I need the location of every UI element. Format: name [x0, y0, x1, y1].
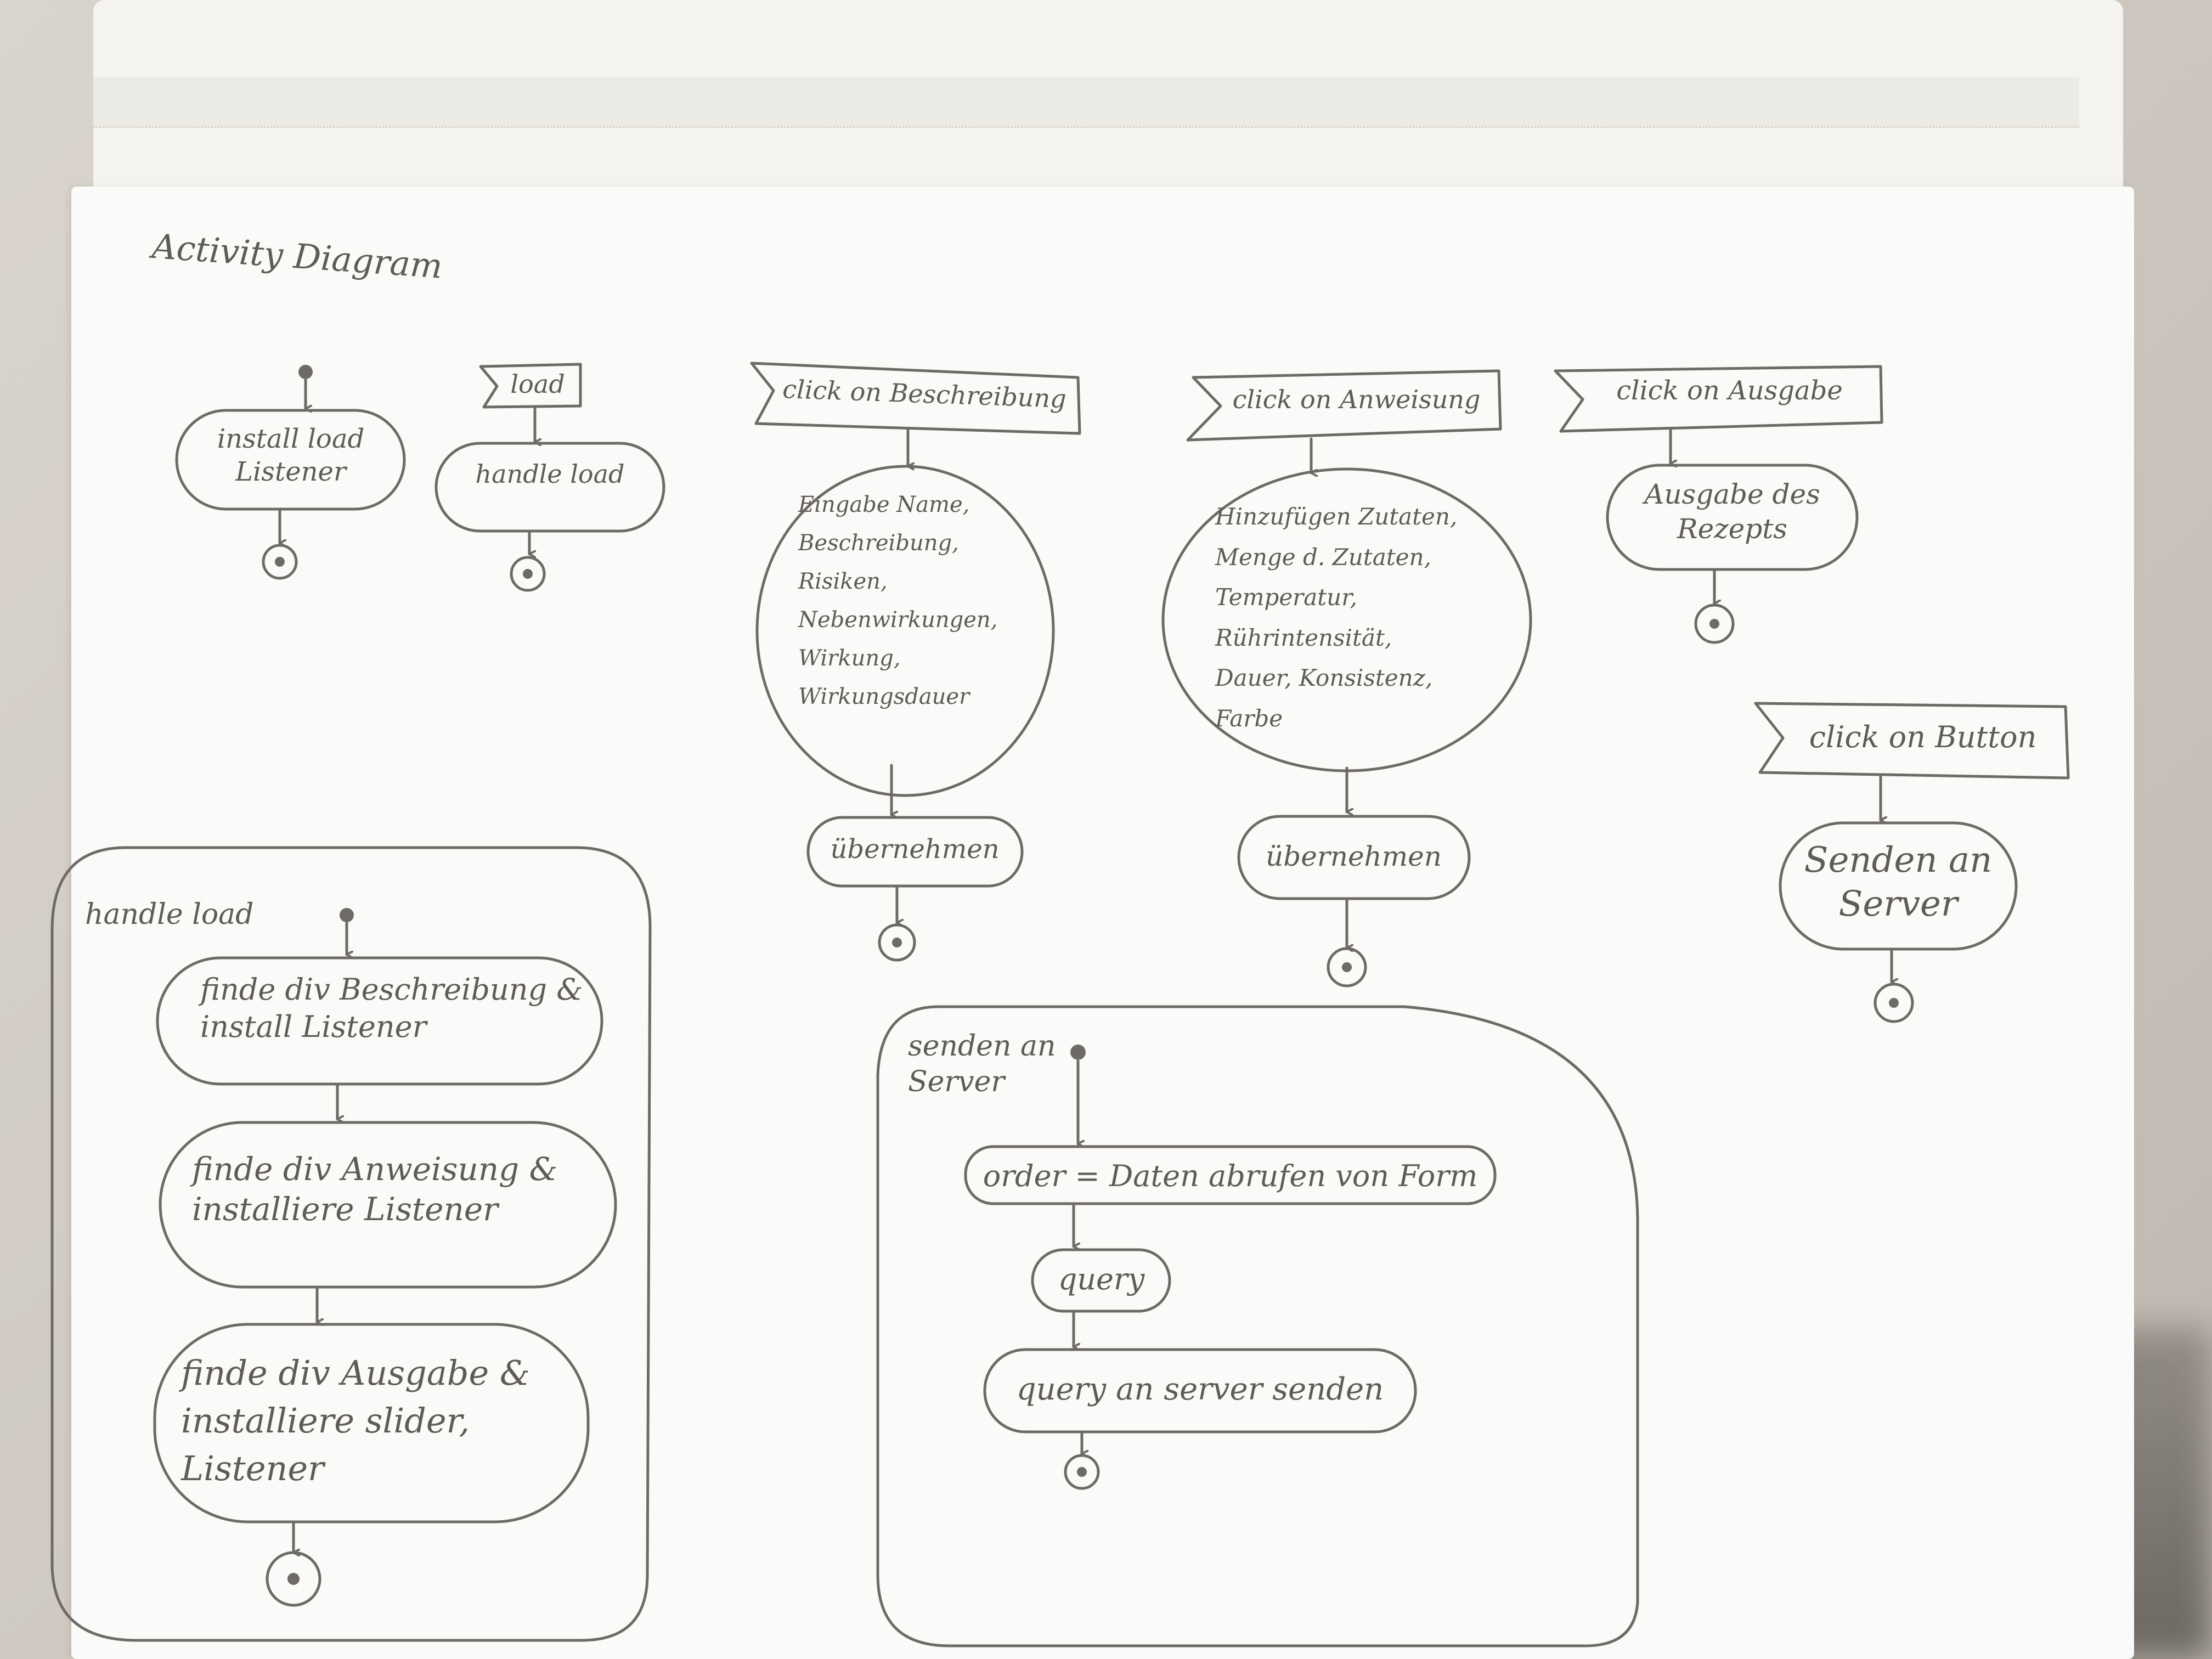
activity-handle-load [50, 846, 652, 1642]
final-node [1327, 947, 1367, 988]
signal-label-click-button: click on Button [1809, 720, 2037, 754]
action-label-handle-load: handle load [475, 459, 625, 489]
action-label-install-listener: install load Listener [217, 424, 365, 487]
action-node-handle-load [435, 442, 665, 533]
action-node-finde-ausgabe [153, 1323, 590, 1523]
final-node [262, 544, 298, 580]
signal-node-click-anweisung [1186, 369, 1502, 442]
final-node [878, 923, 916, 962]
action-label-uebernehmen-2: übernehmen [1266, 840, 1442, 872]
signal-node-click-button [1754, 702, 2070, 780]
action-label-finde-ausgabe: finde div Ausgabe & installiere slider, … [181, 1353, 531, 1488]
initial-node [298, 365, 313, 379]
action-label-ausgabe-rezept: Ausgabe des Rezepts [1644, 478, 1820, 545]
action-label-query: query [1058, 1262, 1145, 1296]
action-node-finde-beschreibung [156, 956, 603, 1086]
action-label-order: order = Daten abrufen von Form [983, 1159, 1478, 1193]
action-node-install-listener [175, 409, 406, 511]
action-node-finde-anweisung [159, 1121, 617, 1289]
action-label-eingabe: Eingabe Name, Beschreibung, Risiken, Neb… [798, 492, 998, 709]
initial-node [340, 908, 354, 922]
folder-seal-strip [93, 77, 2079, 128]
activity-senden-an-server [876, 1005, 1639, 1647]
action-node-query [1031, 1248, 1171, 1313]
flow-button [1754, 702, 2070, 1023]
activity-label-handle-load: handle load [85, 898, 254, 931]
flow-ausgabe [1554, 365, 1883, 644]
activity-frame-senden [876, 1005, 1639, 1647]
action-label-finde-beschreibung: finde div Beschreibung & install Listene… [200, 972, 583, 1044]
activity-label-senden: senden an Server [908, 1030, 1056, 1098]
signal-label-click-ausgabe: click on Ausgabe [1616, 375, 1843, 406]
action-node-query-senden [983, 1348, 1417, 1434]
signal-label-click-anweisung: click on Anweisung [1232, 385, 1481, 414]
action-node-eingabe [755, 465, 1055, 797]
action-label-query-senden: query an server senden [1016, 1372, 1384, 1407]
action-label-uebernehmen-1: übernehmen [830, 834, 1000, 865]
activity-frame-handle-load [50, 846, 652, 1642]
final-node [510, 556, 546, 592]
signal-label-load: load [510, 369, 565, 399]
flow-anweisung [1161, 369, 1532, 988]
signal-node-click-beschreibung [750, 362, 1081, 435]
action-label-finde-anweisung: finde div Anweisung & installiere Listen… [192, 1150, 558, 1228]
action-node-uebernehmen-2 [1237, 815, 1471, 900]
final-node [1064, 1454, 1100, 1490]
action-label-senden-an-server: Senden an Server [1804, 840, 1993, 924]
flow-beschreibung [750, 362, 1081, 962]
action-node-order [964, 1145, 1497, 1205]
flow-install-listener [175, 365, 406, 580]
action-node-uebernehmen-1 [806, 816, 1024, 888]
initial-node [1070, 1045, 1086, 1060]
action-label-hinzufuegen: Hinzufügen Zutaten, Menge d. Zutaten, Te… [1215, 503, 1458, 732]
flow-load [435, 363, 665, 592]
action-node-senden-an-server [1779, 821, 2018, 951]
final-node [1874, 983, 1914, 1023]
signal-node-load [479, 363, 582, 409]
action-node-ausgabe-rezept [1606, 464, 1859, 571]
paper-sheet [71, 187, 2134, 1659]
signal-node-click-ausgabe [1554, 365, 1883, 433]
final-node [1694, 603, 1735, 644]
final-node [266, 1551, 321, 1607]
